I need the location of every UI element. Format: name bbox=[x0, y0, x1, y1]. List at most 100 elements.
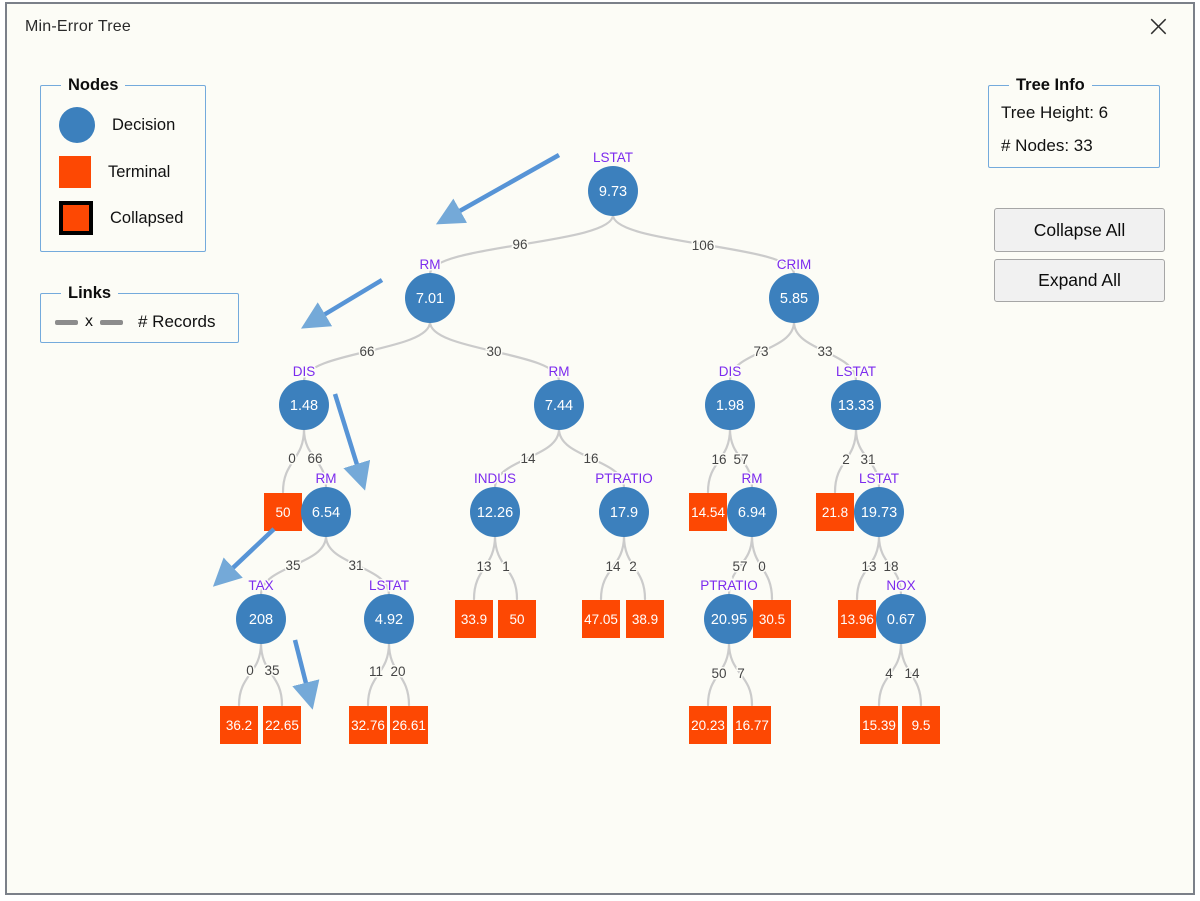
tree-link bbox=[854, 427, 881, 490]
terminal-node[interactable] bbox=[753, 600, 791, 638]
node-value-label: 50 bbox=[509, 612, 524, 627]
edge-count-label: 66 bbox=[307, 451, 322, 466]
edge-count-label: 73 bbox=[753, 344, 768, 359]
tree-link bbox=[706, 427, 732, 494]
edge-count-label: 20 bbox=[390, 664, 405, 679]
decision-node[interactable] bbox=[534, 380, 584, 430]
decision-node[interactable] bbox=[831, 380, 881, 430]
tree-link bbox=[750, 534, 774, 601]
terminal-node[interactable] bbox=[626, 600, 664, 638]
node-value-label: 5.85 bbox=[780, 291, 808, 307]
terminal-node[interactable] bbox=[582, 600, 620, 638]
collapsed-node-icon bbox=[59, 201, 93, 235]
terminal-node[interactable] bbox=[390, 706, 428, 744]
terminal-node[interactable] bbox=[220, 706, 258, 744]
terminal-node[interactable] bbox=[838, 600, 876, 638]
edge-count-label: 31 bbox=[860, 452, 875, 467]
node-value-label: 16.77 bbox=[735, 718, 769, 733]
links-legend-title: Links bbox=[68, 284, 112, 302]
annotation-arrow bbox=[212, 527, 276, 587]
edge-count-label: 1 bbox=[502, 559, 510, 574]
terminal-node[interactable] bbox=[498, 600, 536, 638]
decision-node[interactable] bbox=[876, 594, 926, 644]
link-dash-icon bbox=[100, 319, 123, 325]
node-value-label: 22.65 bbox=[265, 718, 299, 733]
node-value-label: 20.95 bbox=[711, 612, 747, 628]
terminal-node[interactable] bbox=[689, 493, 727, 531]
terminal-node[interactable] bbox=[689, 706, 727, 744]
terminal-node-icon bbox=[59, 156, 91, 188]
node-value-label: 13.96 bbox=[840, 612, 874, 627]
node-feature-label: RM bbox=[742, 471, 763, 486]
node-feature-label: TAX bbox=[248, 578, 273, 593]
node-value-label: 32.76 bbox=[351, 718, 385, 733]
node-value-label: 19.73 bbox=[861, 505, 897, 521]
links-legend-row: x # Records bbox=[55, 312, 228, 332]
decision-node[interactable] bbox=[405, 273, 455, 323]
edge-count-label: 11 bbox=[369, 664, 383, 679]
edge-count-label: 33 bbox=[817, 344, 832, 359]
tree-link bbox=[557, 427, 626, 490]
node-value-label: 6.54 bbox=[312, 505, 340, 521]
edge-count-label: 106 bbox=[692, 238, 715, 253]
tree-link bbox=[706, 641, 731, 707]
edge-count-label: 4 bbox=[885, 666, 893, 681]
decision-node[interactable] bbox=[769, 273, 819, 323]
tree-link bbox=[428, 320, 561, 383]
links-legend-panel: Links x # Records bbox=[40, 284, 239, 343]
decision-node[interactable] bbox=[705, 380, 755, 430]
link-x-label: x bbox=[85, 313, 93, 330]
edge-count-label: 0 bbox=[758, 559, 766, 574]
edge-count-label: 2 bbox=[842, 452, 850, 467]
terminal-node[interactable] bbox=[733, 706, 771, 744]
node-value-label: 33.9 bbox=[461, 612, 487, 627]
terminal-node[interactable] bbox=[816, 493, 854, 531]
tree-link bbox=[237, 641, 263, 707]
tree-link bbox=[622, 534, 647, 601]
decision-node[interactable] bbox=[588, 166, 638, 216]
node-value-label: 36.2 bbox=[226, 718, 252, 733]
terminal-node[interactable] bbox=[860, 706, 898, 744]
tree-info-panel: Tree Info Tree Height: 6 # Nodes: 33 bbox=[988, 76, 1160, 168]
terminal-node[interactable] bbox=[455, 600, 493, 638]
tree-info-title: Tree Info bbox=[1016, 76, 1085, 94]
edge-count-label: 57 bbox=[732, 559, 747, 574]
decision-node[interactable] bbox=[470, 487, 520, 537]
edge-count-label: 7 bbox=[737, 666, 745, 681]
node-value-label: 0.67 bbox=[887, 612, 915, 628]
decision-node[interactable] bbox=[727, 487, 777, 537]
node-feature-label: LSTAT bbox=[593, 150, 633, 165]
edge-count-label: 0 bbox=[288, 451, 296, 466]
edge-count-label: 13 bbox=[476, 559, 491, 574]
node-value-label: 38.9 bbox=[632, 612, 658, 627]
terminal-node[interactable] bbox=[264, 493, 302, 531]
node-value-label: 26.61 bbox=[392, 718, 426, 733]
terminal-node[interactable] bbox=[349, 706, 387, 744]
decision-node[interactable] bbox=[279, 380, 329, 430]
decision-node[interactable] bbox=[599, 487, 649, 537]
terminal-node[interactable] bbox=[902, 706, 940, 744]
node-feature-label: LSTAT bbox=[859, 471, 899, 486]
legend-item-terminal: Terminal bbox=[59, 156, 195, 188]
decision-node[interactable] bbox=[236, 594, 286, 644]
decision-node[interactable] bbox=[704, 594, 754, 644]
close-icon[interactable]: × bbox=[1142, 8, 1175, 46]
tree-link bbox=[281, 427, 306, 494]
legend-item-decision: Decision bbox=[59, 107, 195, 143]
decision-node[interactable] bbox=[364, 594, 414, 644]
decision-node[interactable] bbox=[301, 487, 351, 537]
decision-node[interactable] bbox=[854, 487, 904, 537]
expand-all-button[interactable]: Expand All bbox=[994, 259, 1165, 302]
tree-link bbox=[387, 641, 411, 707]
tree-link bbox=[599, 534, 626, 601]
tree-height-value: Tree Height: 6 bbox=[1001, 103, 1109, 122]
tree-link bbox=[324, 534, 391, 597]
terminal-node[interactable] bbox=[263, 706, 301, 744]
collapse-all-button[interactable]: Collapse All bbox=[994, 208, 1165, 252]
node-value-label: 7.01 bbox=[416, 291, 444, 307]
annotation-arrow bbox=[301, 278, 384, 329]
node-feature-label: RM bbox=[316, 471, 337, 486]
edge-count-label: 35 bbox=[285, 558, 300, 573]
edge-count-label: 31 bbox=[348, 558, 363, 573]
